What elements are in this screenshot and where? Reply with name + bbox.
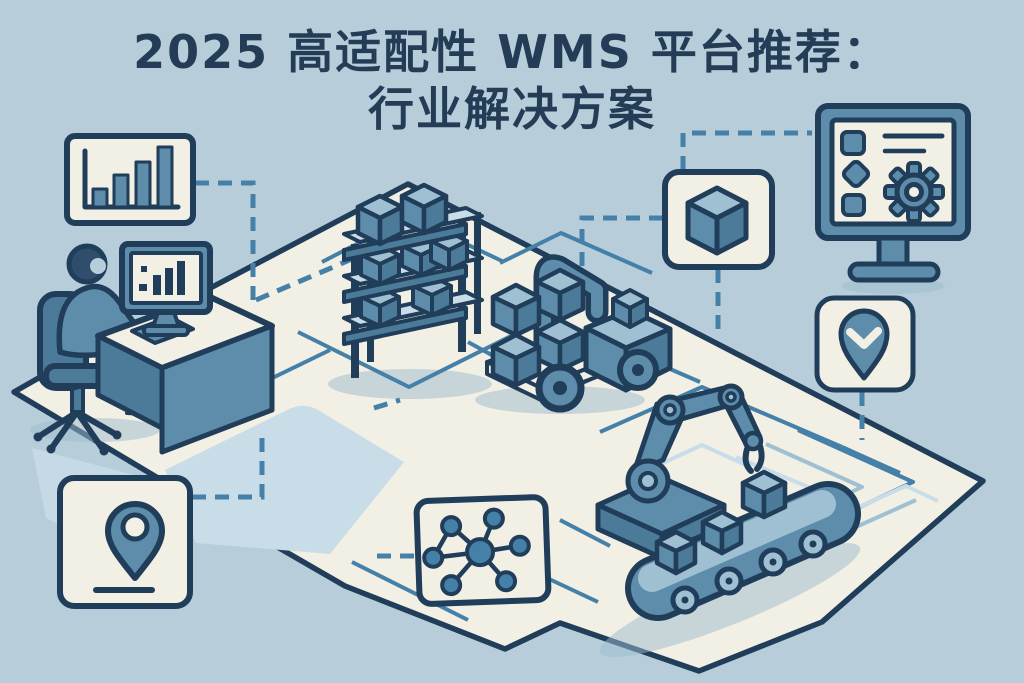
person-face [90, 258, 106, 274]
map-pin-card [57, 475, 193, 609]
connector-mappin-to-floor [192, 432, 265, 500]
network-icon [422, 507, 531, 597]
cube-icon [685, 185, 749, 256]
belt-boxes [654, 509, 744, 576]
person-at-desk [33, 241, 275, 456]
conveyor-rollers [670, 529, 828, 615]
connector-cube-to-forklift [579, 215, 663, 266]
conveyor-belt [625, 481, 861, 621]
pin-check-icon [838, 308, 890, 381]
forklift [485, 254, 673, 413]
rack-box [355, 182, 449, 247]
rack-box [359, 274, 453, 328]
network-card [413, 494, 552, 607]
square-icon [840, 130, 866, 156]
pin-check-card [814, 295, 916, 393]
bar-chart-icon [82, 145, 181, 210]
rack-shadow [328, 369, 492, 399]
mini-bar-chart-icon [139, 261, 185, 295]
bar-chart-card [64, 133, 196, 226]
connector-floor-gap [373, 397, 401, 411]
forklift-body [583, 288, 673, 393]
map-pin-icon [105, 501, 165, 581]
gear-icon [883, 161, 945, 223]
robot-arm-segments [625, 383, 788, 520]
title-line-1: 2025 高适配性 WMS 平台推荐： [133, 25, 891, 79]
cube-card [662, 169, 775, 270]
page-title: 2025 高适配性 WMS 平台推荐： 行业解决方案 [0, 24, 1024, 138]
connector-cube-to-monitor [680, 130, 812, 170]
desk-computer [119, 241, 213, 337]
diamond-icon [841, 159, 871, 189]
gripper-claws [742, 443, 765, 474]
conveyor-shadow [599, 543, 861, 657]
monitor-base [847, 261, 941, 283]
connector-chart-to-floor [195, 180, 256, 302]
forklift-wheels [535, 349, 659, 413]
office-chair [33, 291, 122, 456]
dashed-connectors [192, 130, 865, 559]
gripped-box [740, 469, 788, 520]
square-icon [841, 193, 866, 217]
connector-to-rack [255, 256, 353, 303]
title-line-2: 行业解决方案 [368, 82, 656, 137]
monitor-settings-card [815, 103, 971, 283]
storage-rack [342, 182, 484, 378]
